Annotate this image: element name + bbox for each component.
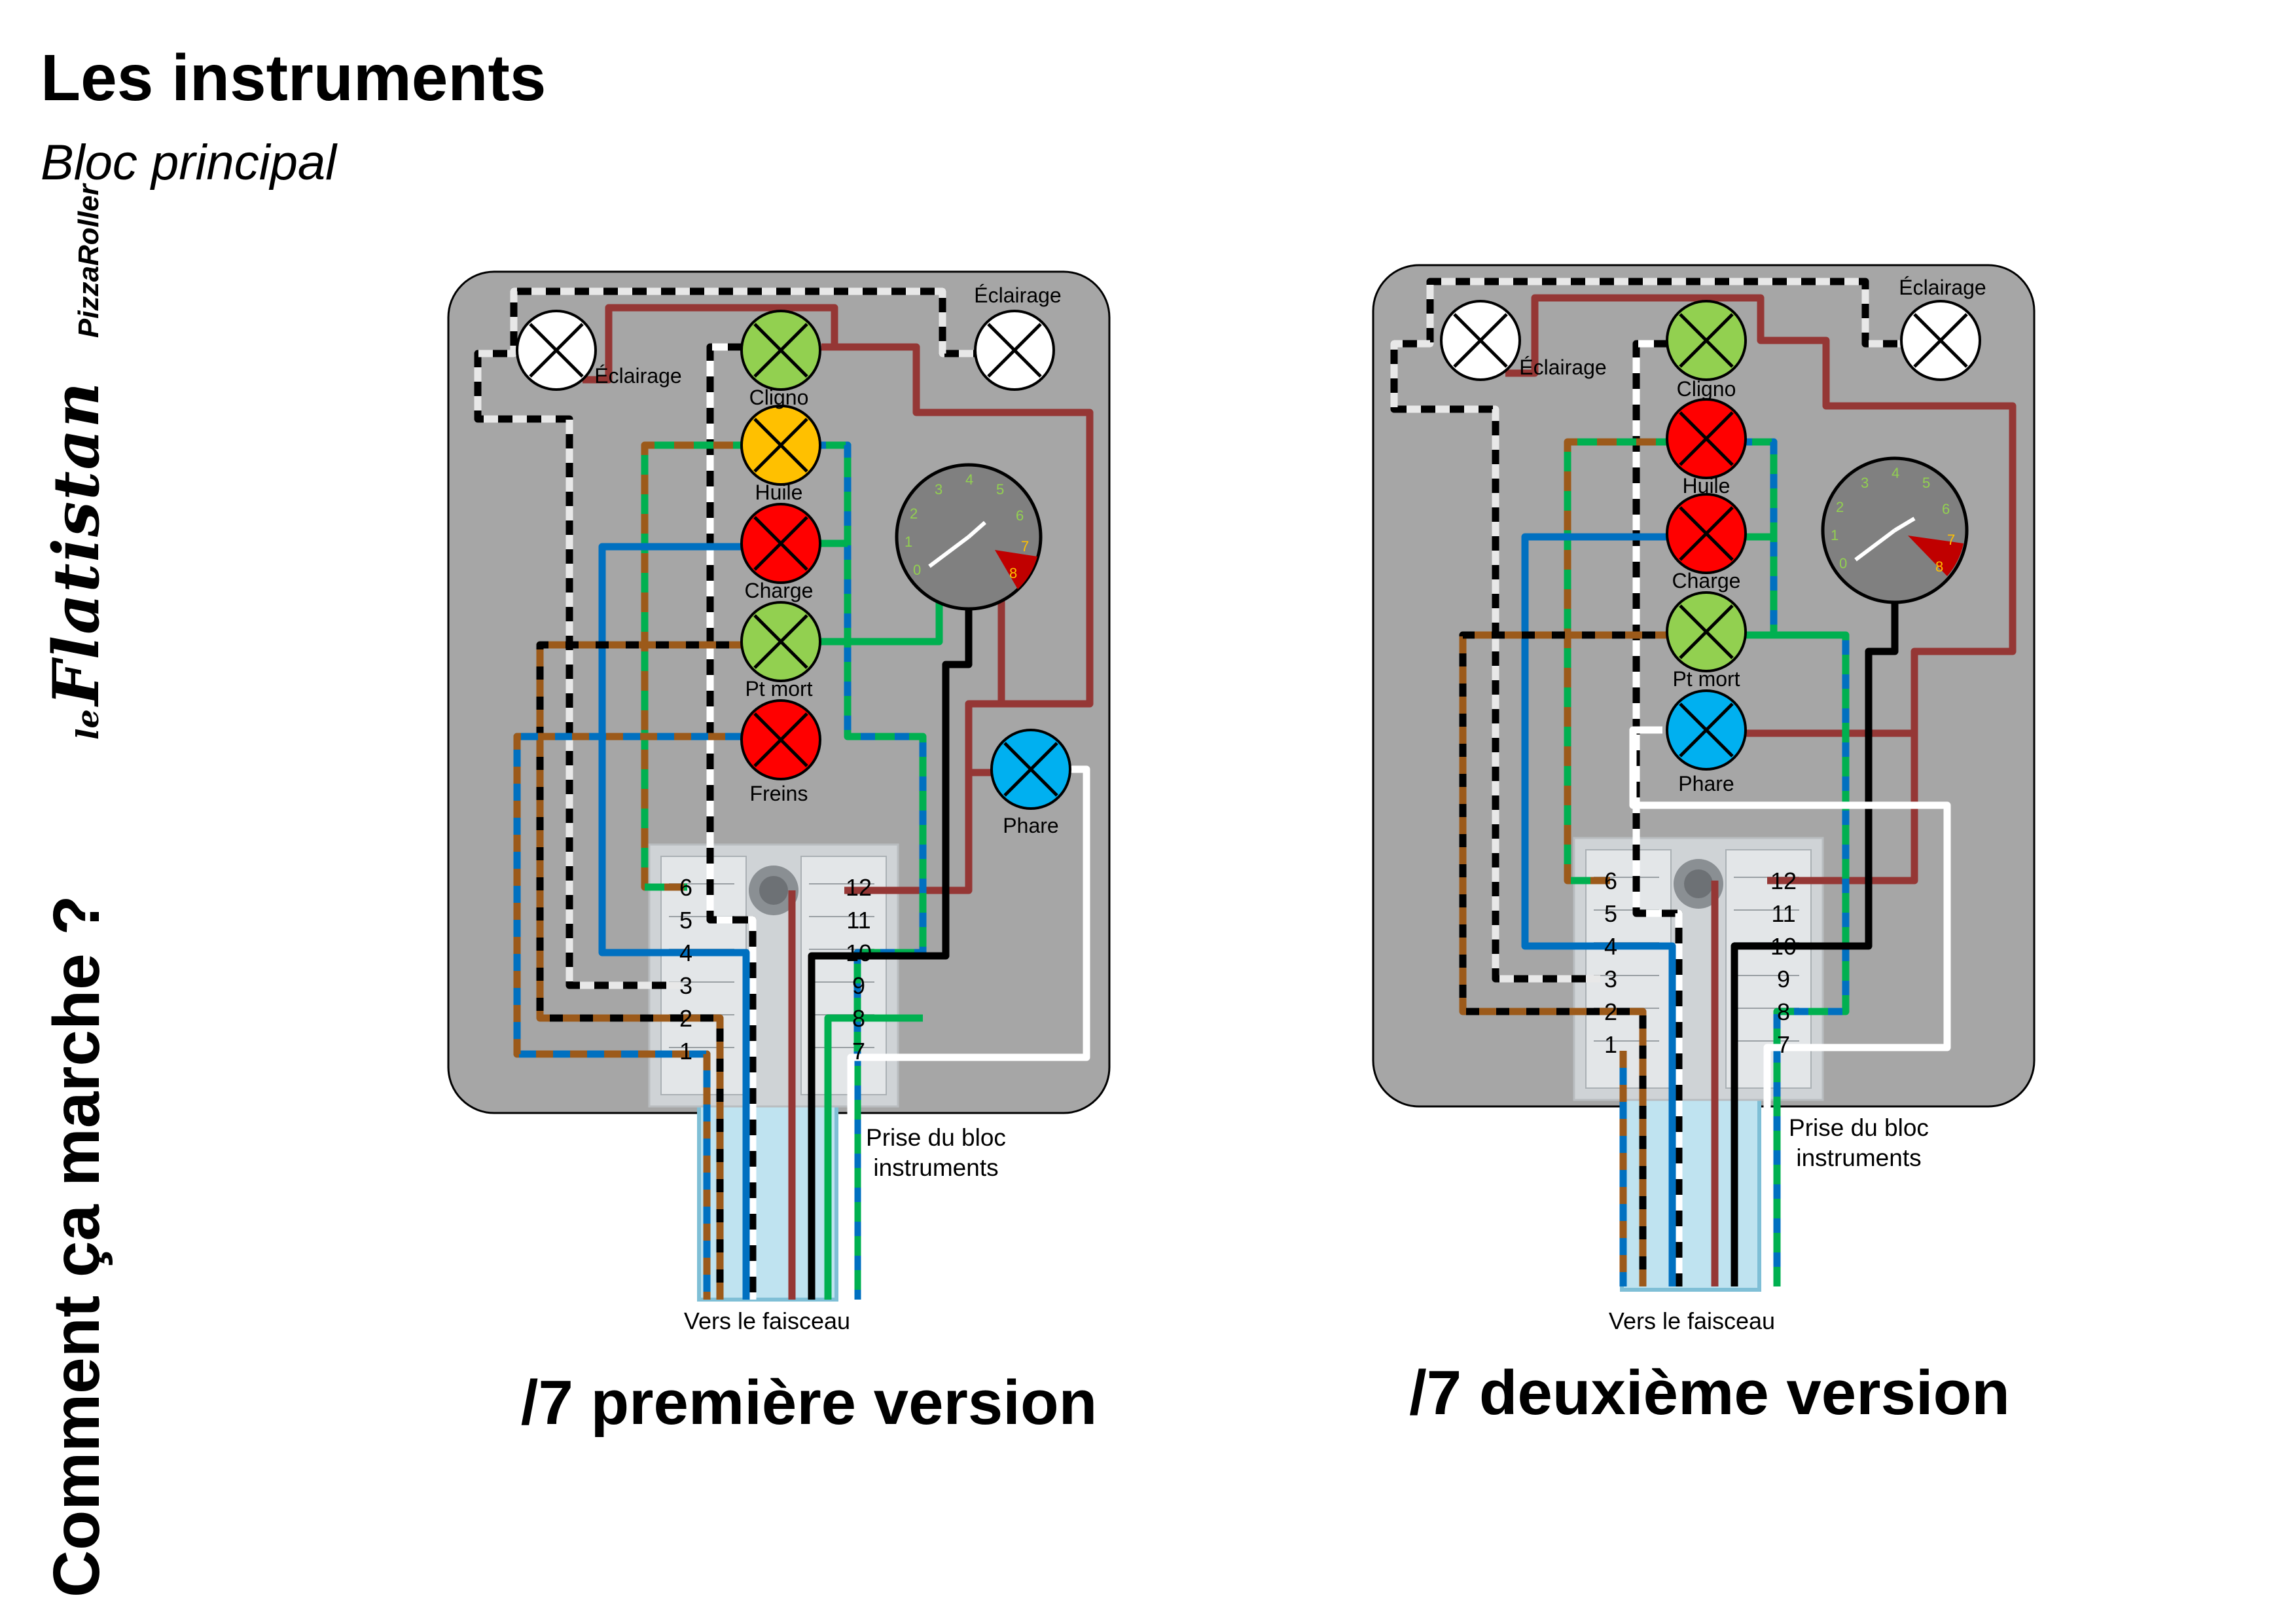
diagram-caption: /7 deuxième version [1409, 1358, 2010, 1428]
pin-label: 12 [1770, 867, 1797, 894]
pin-label: 7 [852, 1038, 865, 1065]
pin-label: 9 [1777, 966, 1790, 993]
pin-label: 11 [1771, 900, 1795, 927]
pin-label: 4 [679, 939, 692, 966]
gauge-tick: 4 [965, 471, 973, 488]
gauge-tick: 1 [905, 534, 912, 550]
gauge-tick: 7 [1947, 532, 1955, 548]
gauge-tick: 5 [996, 481, 1004, 498]
lamp-label: Charge [1672, 569, 1741, 593]
gauge-tick: 7 [1021, 538, 1029, 555]
pin-label: 12 [846, 874, 872, 901]
lamp-label: Huile [1683, 474, 1731, 498]
gauge-tick: 0 [1839, 555, 1847, 572]
pin-label: 10 [846, 939, 872, 966]
lamp-label: Cligno [1677, 377, 1736, 401]
pin-label: 1 [679, 1038, 692, 1065]
diagram-caption: /7 première version [521, 1368, 1097, 1438]
connector-label: Prise du bloc instruments [1789, 1114, 1929, 1171]
gauge-tick: 6 [1942, 501, 1950, 517]
pin-label: 8 [852, 1005, 865, 1032]
pin-label: 3 [679, 972, 692, 999]
lamp-phare [1666, 689, 1747, 771]
lamp-label: Cligno [749, 386, 809, 409]
lamp-label: Huile [755, 481, 803, 504]
lamp-label: Phare [1003, 814, 1058, 837]
pin-label: 6 [1604, 867, 1617, 894]
lamp-huile [740, 405, 821, 486]
lamp-label: Charge [745, 579, 814, 602]
lamp-label: Éclairage [1519, 356, 1606, 379]
page-title: Les instruments [41, 41, 547, 115]
harness-label: Vers le faisceau [684, 1307, 850, 1334]
diagram-version-2: 0 1 2 3 4 5 6 7 8 Éclairage Cligno Huile… [1372, 264, 2036, 1428]
wires [1390, 278, 2017, 1286]
connector-label-box: Prise du bloc instruments [866, 1124, 1006, 1181]
pin-label: 5 [1604, 900, 1617, 927]
connector-label-box: Prise du bloc instruments [1789, 1114, 1929, 1171]
lamp-phare [990, 729, 1071, 810]
lamp-pt-mort [740, 601, 821, 682]
pin-label: 11 [846, 907, 870, 934]
gauge-tick: 3 [1861, 475, 1869, 491]
gauge-tick: 8 [1009, 565, 1017, 581]
gauge-dial: 0 1 2 3 4 5 6 7 8 [1821, 456, 1969, 604]
pin-label: 5 [679, 907, 692, 934]
lamp-label: Éclairage [974, 283, 1061, 307]
gauge-tick: 4 [1892, 465, 1899, 481]
pin-label: 6 [679, 874, 692, 901]
gauge-tick: 0 [913, 562, 921, 578]
lamp-label: Freins [750, 782, 808, 805]
pin-label: 4 [1604, 933, 1617, 960]
pin-label: 1 [1604, 1031, 1617, 1058]
gauge-tick: 1 [1831, 527, 1839, 543]
gauge-tick: 6 [1016, 507, 1024, 524]
lamp-label: Pt mort [1672, 667, 1740, 691]
lamp-charge [1666, 493, 1747, 574]
pin-label: 2 [679, 1005, 692, 1032]
harness-label: Vers le faisceau [1609, 1307, 1775, 1334]
lamp-eclairage-right [1900, 300, 1981, 381]
lamp-pt-mort [1666, 591, 1747, 672]
pin-label: 8 [1777, 998, 1790, 1025]
connector-label: Prise du bloc instruments [866, 1124, 1006, 1181]
lamp-label: Pt mort [745, 677, 812, 701]
gauge-tick: 2 [910, 505, 918, 522]
wires [474, 287, 1094, 1300]
lamp-label: Phare [1678, 772, 1734, 795]
lamp-charge [740, 503, 821, 584]
pin-label: 3 [1604, 966, 1617, 993]
lamp-freins [740, 699, 821, 780]
page-subtitle: Bloc principal [41, 135, 336, 191]
lamp-eclairage-left [1440, 300, 1521, 381]
lamp-cligno [1666, 300, 1747, 381]
gauge-tick: 5 [1922, 475, 1930, 491]
diagram-version-1: 0 1 2 3 4 5 6 7 8 Éclairage Cligno Huile… [447, 270, 1111, 1438]
gauge-tick: 3 [935, 481, 942, 498]
pin-label: 7 [1777, 1031, 1790, 1058]
lamp-label: Éclairage [1899, 276, 1986, 299]
lamp-huile [1666, 398, 1747, 479]
lamp-cligno [740, 310, 821, 391]
lamp-eclairage-left [516, 310, 597, 391]
lamp-eclairage-right [974, 310, 1055, 391]
pin-label: 9 [852, 972, 865, 999]
pin-label: 2 [1604, 998, 1617, 1025]
gauge-dial: 0 1 2 3 4 5 6 7 8 [895, 463, 1043, 611]
lamp-label: Éclairage [594, 364, 681, 388]
gauge-tick: 8 [1935, 558, 1943, 575]
pin-label: 10 [1770, 933, 1797, 960]
gauge-tick: 2 [1836, 499, 1844, 515]
